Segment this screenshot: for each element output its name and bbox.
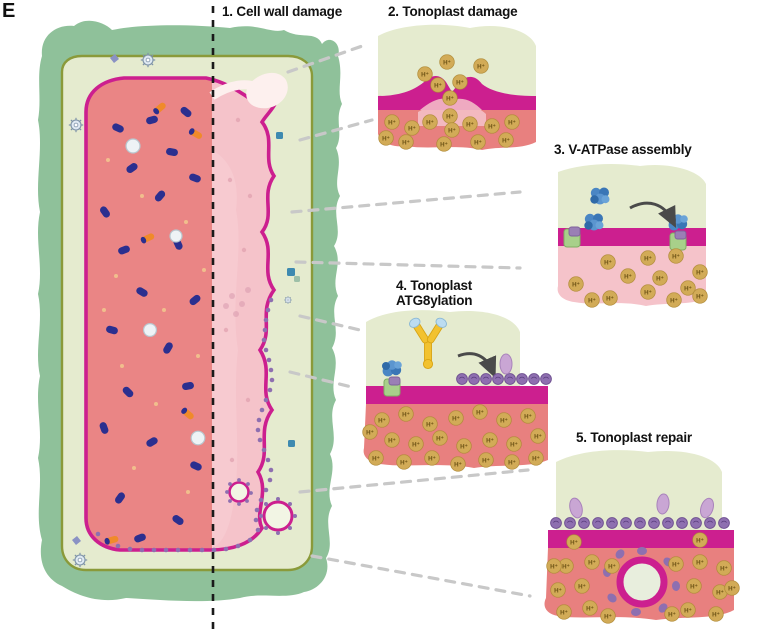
v1-subunit-free-2 bbox=[584, 213, 604, 231]
panel-tonoplast-atg8ylation bbox=[362, 310, 552, 472]
internal-vesicle-large bbox=[259, 497, 297, 535]
step-title-tonoplast-repair: 5. Tonoplast repair bbox=[576, 430, 692, 445]
atg8-coat-main-cell bbox=[95, 297, 275, 553]
connector-to-panel4b bbox=[288, 370, 358, 390]
vacuole-shading bbox=[212, 150, 239, 548]
connector-to-panel4 bbox=[298, 314, 362, 332]
repair-vesicle bbox=[602, 547, 681, 617]
internal-vesicle-small bbox=[225, 478, 253, 506]
connector-lines bbox=[286, 42, 532, 598]
v1-subunit-free-1 bbox=[590, 187, 610, 205]
step-title-line2: ATG8ylation bbox=[396, 293, 473, 308]
connector-to-panel3 bbox=[290, 190, 522, 214]
vacuole-cargo-group bbox=[98, 101, 253, 546]
v0-domain-unassembled bbox=[563, 226, 581, 248]
panel-tonoplast-damage bbox=[378, 24, 536, 152]
panel-letter: E bbox=[2, 0, 16, 22]
main-cell-diagram bbox=[38, 6, 342, 636]
cytoplasm-organelles bbox=[68, 52, 300, 568]
connector-to-panel3b bbox=[294, 260, 522, 270]
atg8-receptor-panel4 bbox=[499, 353, 513, 375]
connector-to-panel2 bbox=[286, 42, 370, 74]
panel-vatpase-assembly bbox=[557, 164, 708, 308]
step-title-tonoplast-damage: 2. Tonoplast damage bbox=[388, 4, 518, 19]
panel-tonoplast-repair bbox=[544, 450, 740, 624]
step-title-cell-wall-damage: 1. Cell wall damage bbox=[222, 4, 343, 19]
cell-wall-damage-site bbox=[209, 72, 288, 109]
step-title-vatpase-assembly: 3. V-ATPase assembly bbox=[554, 142, 692, 157]
step-title-line1: 4. Tonoplast bbox=[396, 278, 473, 293]
connector-to-panel2b bbox=[298, 118, 374, 142]
step-title-tonoplast-atg8ylation: 4. Tonoplast ATG8ylation bbox=[396, 278, 473, 308]
connector-to-panel5 bbox=[298, 468, 530, 494]
vacuole-dark-region bbox=[86, 78, 212, 550]
connector-to-panel5b bbox=[310, 554, 532, 598]
